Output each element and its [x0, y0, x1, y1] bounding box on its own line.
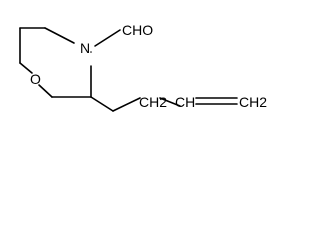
bond-ring-left-lower: [19, 62, 33, 74]
atom-allyl-ch2: CH2: [139, 94, 167, 110]
atom-vinyl-terminal: CH2: [239, 94, 267, 110]
atom-aldehyde: CHO: [122, 22, 153, 38]
bond-n-formyl: [94, 29, 121, 47]
bond-allyl-1: [112, 97, 141, 112]
bond-ring-bottom-left: [38, 84, 53, 98]
atom-vinyl-ch: CH: [175, 94, 195, 110]
bond-ring-allyl: [90, 96, 114, 112]
bond-allyl-2: [159, 97, 181, 107]
bond-ring-top-right: [44, 27, 75, 44]
atom-nitrogen: N: [80, 40, 90, 56]
chemical-structure: N O CHO CH2 CH CH2: [19, 22, 267, 112]
atom-oxygen: O: [30, 71, 41, 87]
